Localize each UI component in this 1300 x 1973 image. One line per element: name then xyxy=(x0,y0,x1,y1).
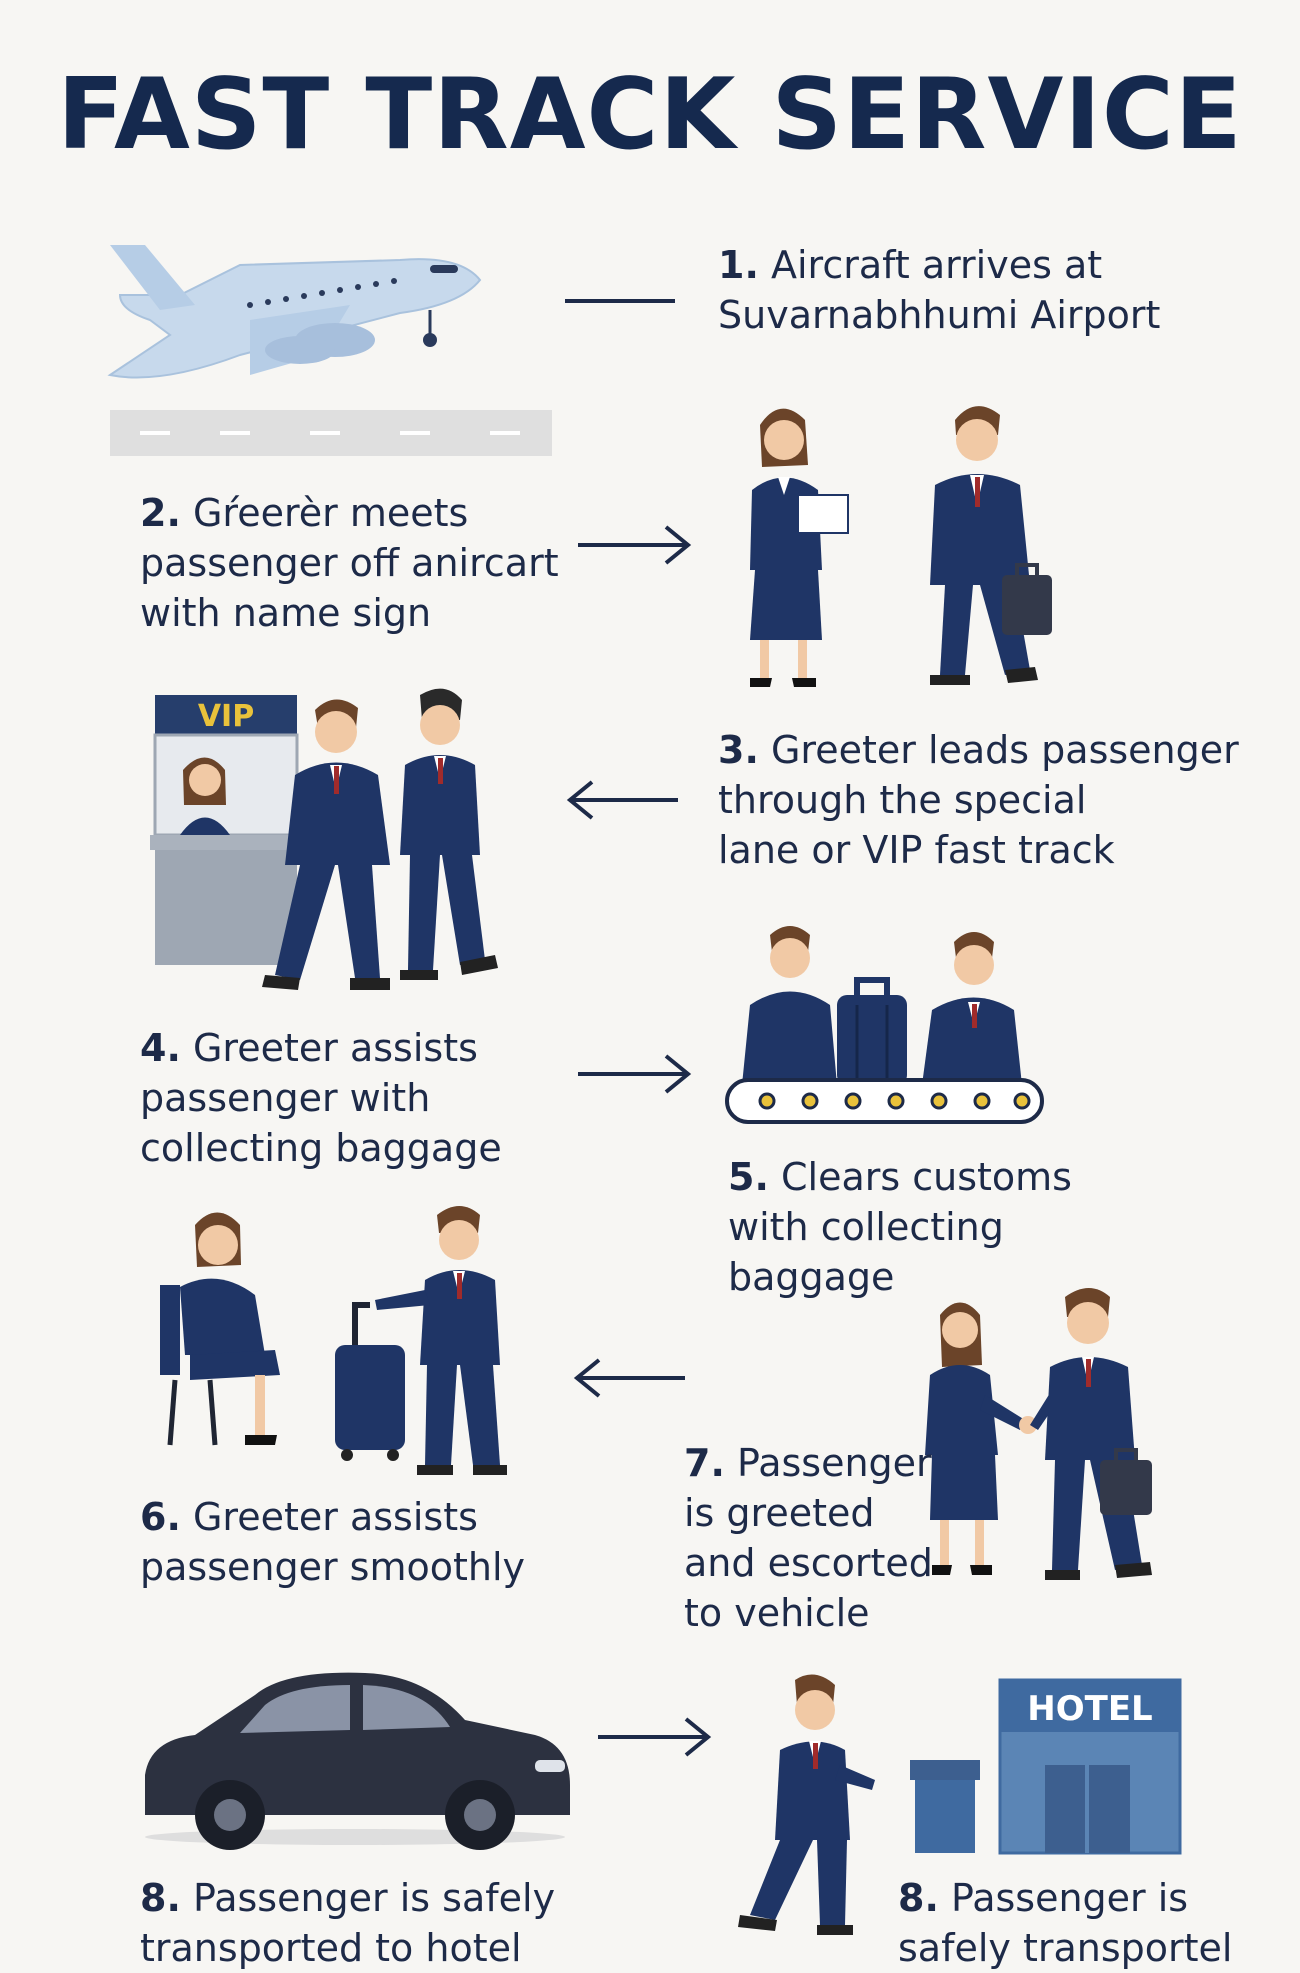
passenger-figure xyxy=(930,406,1052,685)
car-illustration xyxy=(145,1672,570,1850)
step-6-text: 6. Greeter assists passenger smoothly xyxy=(140,1495,526,1589)
handshake-scene xyxy=(925,1288,1152,1580)
airplane-icon xyxy=(107,245,482,379)
passenger-figure xyxy=(375,1206,507,1475)
seated-greeter-figure xyxy=(160,1212,280,1446)
arrow-right-icon xyxy=(578,525,692,565)
vip-booth xyxy=(150,695,300,965)
passenger-figure xyxy=(922,932,1022,1085)
passenger-figure xyxy=(1030,1288,1152,1580)
greeter-with-sign-and-passenger xyxy=(750,406,1052,687)
step-7-text: 7. Passenger is greeted and escorted to … xyxy=(684,1441,933,1635)
luggage-icon xyxy=(837,977,907,1085)
arrow-right-icon xyxy=(598,1717,712,1757)
arrow-left-icon xyxy=(573,1358,685,1398)
handshake-icon xyxy=(1019,1416,1037,1434)
conveyor-belt-icon xyxy=(725,1078,1044,1124)
briefcase-icon xyxy=(1100,1448,1152,1515)
car-icon xyxy=(145,1672,570,1850)
step-8-text: 8. Passenger is safely transported to ho… xyxy=(140,1876,556,1970)
step-2-text: 2. Gŕeerèr meets passenger off anircart … xyxy=(140,491,559,635)
greeter-figure xyxy=(750,408,849,687)
hotel-illustration: HOTEL xyxy=(910,1678,1182,1855)
greeter-figure xyxy=(925,1302,1025,1575)
step-4-text: 4. Greeter assists passenger with collec… xyxy=(140,1026,502,1170)
hotel-sign-text: HOTEL xyxy=(1027,1689,1152,1729)
connector-line xyxy=(565,299,675,303)
briefcase-icon xyxy=(1002,563,1052,635)
airplane-illustration xyxy=(107,245,482,379)
passenger-figure xyxy=(262,699,390,990)
hotel-building-icon xyxy=(910,1678,1182,1855)
seated-greeter-with-luggage-scene xyxy=(160,1206,507,1475)
walking-passenger xyxy=(738,1674,875,1935)
runway xyxy=(110,410,552,456)
arrow-right-icon xyxy=(578,1054,692,1094)
greeter-figure xyxy=(742,926,837,1085)
step-1-text: 1. Aircraft arrives at Suvarnabhhumi Air… xyxy=(718,243,1161,337)
step-8b-text: 8. Passenger is safely transportel xyxy=(898,1876,1233,1970)
step-3-text: 3. Greeter leads passenger through the s… xyxy=(718,728,1239,872)
passenger-figure xyxy=(400,688,498,980)
vip-booth-scene: VIP xyxy=(150,688,498,990)
vip-sign-text: VIP xyxy=(198,699,254,734)
luggage-icon xyxy=(335,1302,405,1461)
step-5-text: 5. Clears customs with collecting baggag… xyxy=(728,1155,1072,1299)
arrow-left-icon xyxy=(566,780,678,820)
page-title: FAST TRACK SERVICE xyxy=(57,58,1243,172)
baggage-conveyor-scene xyxy=(725,926,1044,1124)
